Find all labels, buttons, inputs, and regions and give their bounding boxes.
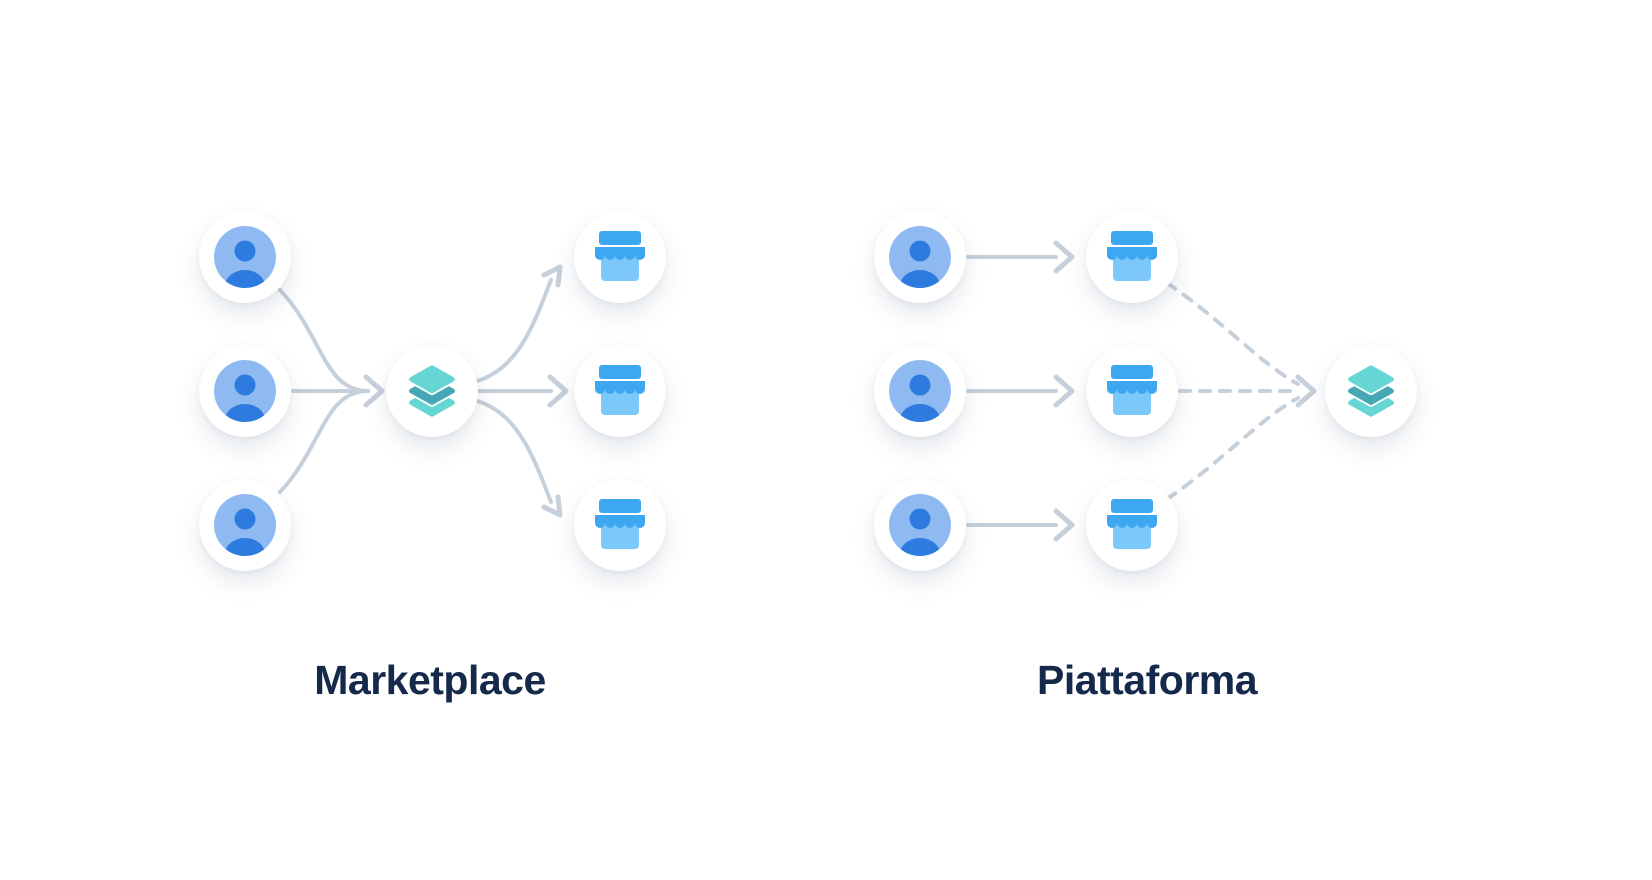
user-icon: [199, 345, 291, 437]
arrowhead-r-store1: [1053, 240, 1075, 274]
user-node: [199, 345, 291, 437]
user-icon: [874, 345, 966, 437]
storefront-icon: [1104, 499, 1160, 551]
arrowhead-r-store2: [1053, 374, 1075, 408]
store-node: [574, 211, 666, 303]
arrowhead-into-platform: [363, 374, 385, 408]
layers-icon: [403, 364, 461, 418]
dashed-store1-to-platform: [1165, 281, 1300, 386]
storefront-icon: [592, 365, 648, 417]
storefront-icon: [592, 231, 648, 283]
user-icon: [199, 211, 291, 303]
store-node: [1086, 211, 1178, 303]
arrowhead-store1: [541, 264, 563, 288]
user-node: [199, 479, 291, 571]
user-node: [874, 211, 966, 303]
user-node: [199, 211, 291, 303]
user-icon: [874, 479, 966, 571]
platform-node: [1325, 345, 1417, 437]
user-icon: [874, 211, 966, 303]
arrow-user3-to-platform: [278, 389, 370, 494]
platform-node: [386, 345, 478, 437]
marketplace-label: Marketplace: [314, 657, 546, 703]
user-node: [874, 479, 966, 571]
storefront-icon: [1104, 365, 1160, 417]
storefront-icon: [1104, 231, 1160, 283]
arrowhead-store2: [547, 374, 569, 408]
store-node: [1086, 479, 1178, 571]
user-icon: [199, 479, 291, 571]
dashed-store3-to-platform: [1165, 396, 1300, 501]
layers-icon: [1342, 364, 1400, 418]
arrowhead-r-platform: [1295, 374, 1317, 408]
arrowhead-r-store3: [1053, 508, 1075, 542]
arrow-platform-to-store1: [475, 278, 553, 383]
storefront-icon: [592, 499, 648, 551]
arrow-user1-to-platform: [278, 288, 370, 393]
store-node: [1086, 345, 1178, 437]
arrow-platform-to-store3: [475, 399, 553, 504]
store-node: [574, 479, 666, 571]
user-node: [874, 345, 966, 437]
store-node: [574, 345, 666, 437]
piattaforma-label: Piattaforma: [1036, 657, 1258, 703]
arrowhead-store3: [541, 494, 563, 518]
